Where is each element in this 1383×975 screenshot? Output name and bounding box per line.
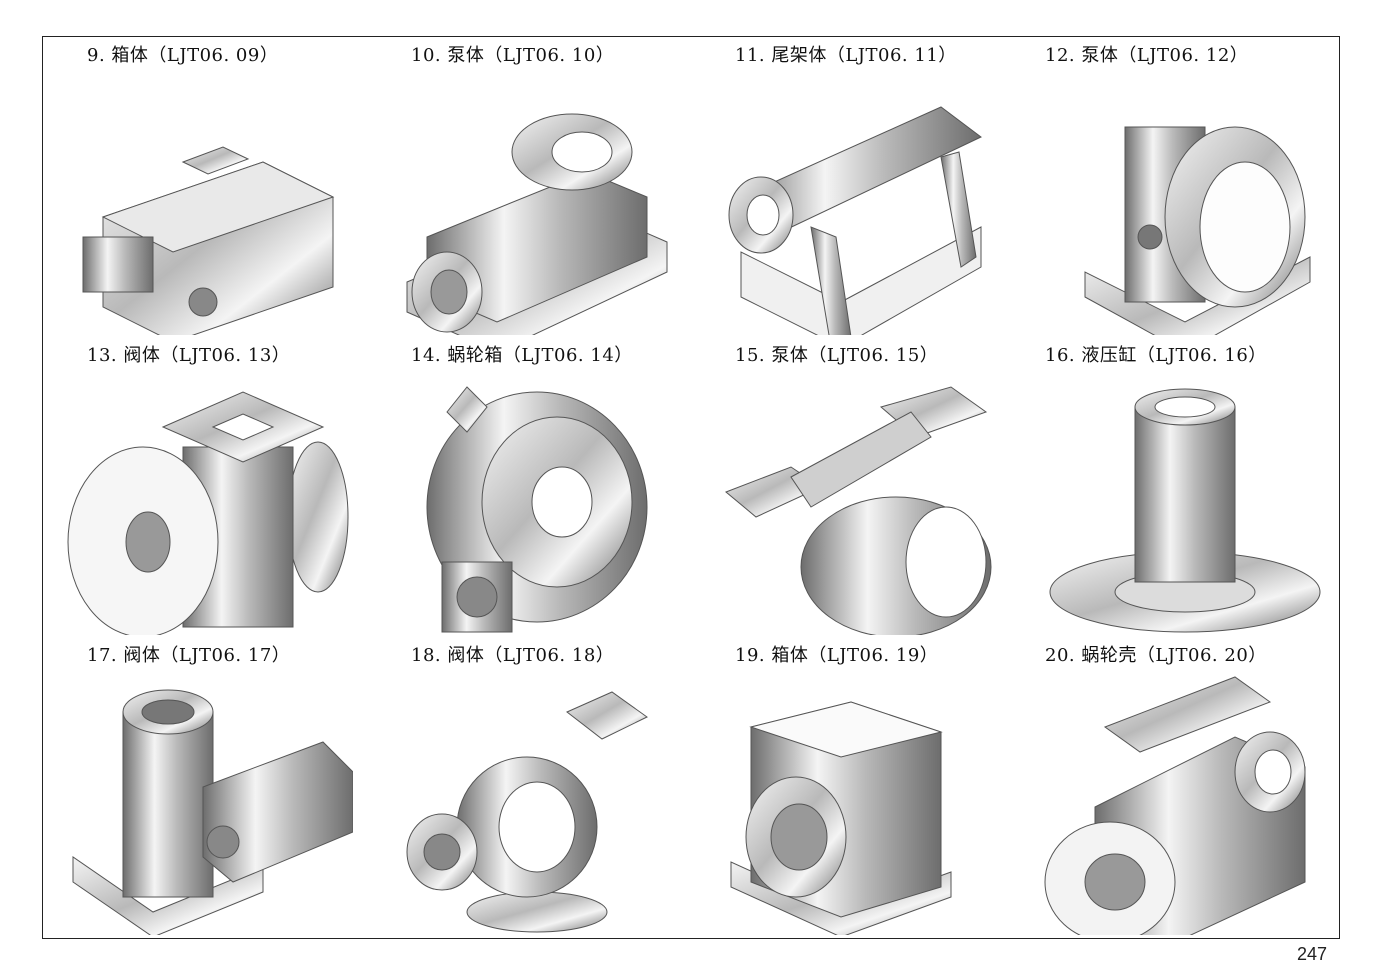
top-flange: [566, 691, 648, 740]
top-bore: [211, 413, 275, 441]
figure-caption: 15. 泵体（LJT06. 15）: [735, 345, 939, 366]
figure-cell: 9. 箱体（LJT06. 09）: [43, 37, 367, 337]
front-bore: [770, 803, 828, 871]
figure-cell: 19. 箱体（LJT06. 19）: [691, 637, 1015, 937]
part-illustration: [406, 113, 668, 335]
figure-caption: 14. 蜗轮箱（LJT06. 14）: [411, 345, 633, 366]
lug: [446, 386, 488, 433]
bore-hole: [188, 287, 218, 317]
top-bore: [551, 131, 613, 173]
port-hole: [1137, 224, 1163, 250]
figure-frame: 9. 箱体（LJT06. 09） 10. 泵体（LJT06. 10） 11. 尾…: [42, 36, 1340, 939]
leg: [810, 226, 852, 335]
side-block: [82, 236, 154, 293]
top-bore: [141, 699, 195, 725]
side-bore: [423, 833, 461, 871]
barrel-bore: [905, 506, 987, 618]
vertical-body: [122, 711, 214, 898]
figure-cell: 18. 阀体（LJT06. 18）: [367, 637, 691, 937]
horizontal-body: [202, 741, 353, 883]
figure-cell: 14. 蜗轮箱（LJT06. 14）: [367, 337, 691, 637]
figure-cell: 16. 液压缸（LJT06. 16）: [1015, 337, 1339, 637]
body-bore: [498, 781, 576, 873]
figure-caption: 18. 阀体（LJT06. 18）: [411, 645, 615, 666]
side-bore: [430, 269, 468, 315]
figure-caption: 10. 泵体（LJT06. 10）: [411, 45, 615, 66]
figure-caption: 13. 阀体（LJT06. 13）: [87, 345, 291, 366]
cylinder-body: [1134, 406, 1236, 583]
figure-cell: 13. 阀体（LJT06. 13）: [43, 337, 367, 637]
open-top: [749, 701, 943, 758]
top-barrel: [1103, 676, 1272, 753]
front-bore: [1084, 853, 1146, 911]
barrel-bore: [746, 194, 780, 236]
figure-cell: 15. 泵体（LJT06. 15）: [691, 337, 1015, 637]
part-illustration: [67, 391, 349, 635]
figure-caption: 16. 液压缸（LJT06. 16）: [1045, 345, 1267, 366]
part-illustration: [72, 689, 353, 935]
base-plate: [1084, 256, 1311, 335]
figure-caption: 20. 蜗轮壳（LJT06. 20）: [1045, 645, 1267, 666]
figure-caption: 11. 尾架体（LJT06. 11）: [735, 45, 957, 66]
volute-bore: [1199, 161, 1291, 293]
page-number: 247: [1296, 944, 1327, 964]
part-illustration: [725, 386, 992, 635]
bore: [531, 466, 593, 538]
leg: [940, 151, 977, 268]
figure-cell: 12. 泵体（LJT06. 12）: [1015, 37, 1339, 337]
part-illustration: [82, 146, 335, 335]
bottom-flange: [466, 891, 608, 933]
rib: [790, 411, 932, 508]
left-bore: [125, 511, 171, 573]
part-illustration: [426, 386, 648, 633]
figure-grid: 9. 箱体（LJT06. 09） 10. 泵体（LJT06. 10） 11. 尾…: [43, 37, 1339, 938]
figure-caption: 17. 阀体（LJT06. 17）: [87, 645, 291, 666]
base-plate: [730, 861, 952, 935]
figure-cell: 17. 阀体（LJT06. 17）: [43, 637, 367, 937]
part-illustration: [1084, 126, 1311, 335]
figure-cell: 11. 尾架体（LJT06. 11）: [691, 37, 1015, 337]
part-illustration: [1049, 388, 1321, 633]
part-illustration: [1044, 676, 1306, 935]
figure-caption: 19. 箱体（LJT06. 19）: [735, 645, 939, 666]
side-port: [206, 825, 240, 859]
figure-cell: 20. 蜗轮壳（LJT06. 20）: [1015, 637, 1339, 937]
threaded-hole: [456, 576, 498, 618]
cylinder-bore: [1154, 396, 1216, 418]
figure-caption: 12. 泵体（LJT06. 12）: [1045, 45, 1249, 66]
part-illustration: [730, 701, 952, 935]
figure-caption: 9. 箱体（LJT06. 09）: [87, 45, 279, 66]
figure-cell: 10. 泵体（LJT06. 10）: [367, 37, 691, 337]
side-bore: [1254, 749, 1292, 795]
right-flange: [287, 441, 349, 593]
top-boss: [181, 146, 250, 175]
base: [740, 226, 982, 335]
part-illustration: [728, 106, 982, 335]
part-illustration: [406, 691, 648, 933]
